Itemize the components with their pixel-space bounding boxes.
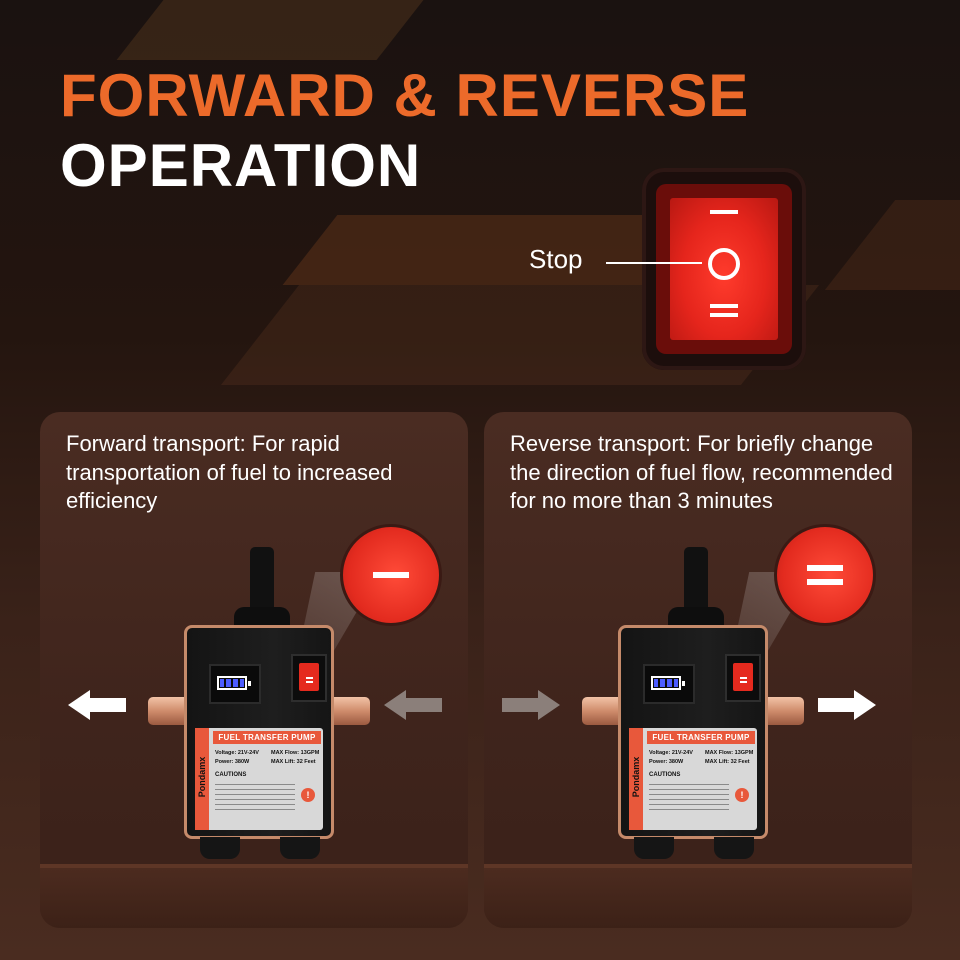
stop-label: Stop — [529, 244, 583, 274]
reverse-symbol-icon — [710, 313, 738, 317]
rocker-switch-closeup — [642, 168, 806, 370]
stop-pointer-line — [606, 262, 702, 264]
table-ledge — [40, 864, 468, 928]
switch-zoom-reverse — [774, 524, 876, 626]
spec-flow: MAX Flow: 13GPM — [705, 750, 754, 756]
switch-rim — [656, 184, 792, 354]
spec-lift: MAX Lift: 32 Feet — [271, 759, 316, 765]
inlet-port — [328, 697, 370, 725]
headline-line-1: FORWARD & REVERSE — [60, 62, 750, 129]
background-stripe — [116, 0, 424, 60]
reverse-description: Reverse transport: For briefly change th… — [510, 431, 893, 513]
inlet-port — [582, 697, 624, 725]
battery-display — [209, 664, 261, 704]
pump-title: FUEL TRANSFER PUMP — [213, 731, 321, 744]
white-arrow-right-icon — [818, 690, 876, 720]
white-arrow-left-icon — [68, 690, 126, 720]
single-bar-icon — [373, 572, 409, 578]
cautions-label: CAUTIONS — [649, 772, 681, 778]
forward-symbol-icon — [710, 210, 738, 214]
pump-foot — [200, 837, 240, 859]
outlet-port — [148, 697, 190, 725]
switch-zoom-forward — [340, 524, 442, 626]
pump-neck — [668, 607, 724, 629]
battery-tip — [682, 681, 685, 686]
pump-label: Pondamx FUEL TRANSFER PUMP Voltage: 21V-… — [195, 728, 323, 830]
power-switch — [725, 654, 761, 702]
pump-title: FUEL TRANSFER PUMP — [647, 731, 755, 744]
reverse-panel: Reverse transport: For briefly change th… — [484, 412, 912, 928]
gray-arrow-left-icon — [384, 690, 442, 720]
battery-icon — [651, 676, 681, 690]
table-ledge — [484, 864, 912, 928]
brand-strip — [629, 728, 643, 830]
pump-handle — [250, 547, 274, 617]
pump-body: Pondamx FUEL TRANSFER PUMP Voltage: 21V-… — [618, 625, 768, 839]
stop-symbol-icon — [708, 248, 740, 280]
gray-arrow-right-icon — [502, 690, 560, 720]
brand-name: Pondamx — [631, 756, 641, 798]
spec-flow: MAX Flow: 13GPM — [271, 750, 320, 756]
reverse-symbol-icon — [710, 304, 738, 308]
outlet-port — [762, 697, 804, 725]
double-bar-icon — [807, 579, 843, 585]
pump-neck — [234, 607, 290, 629]
warning-icon: ! — [735, 788, 749, 802]
spec-power: Power: 380W — [215, 759, 250, 765]
pump-foot — [280, 837, 320, 859]
spec-power: Power: 380W — [649, 759, 684, 765]
power-switch — [291, 654, 327, 702]
battery-tip — [248, 681, 251, 686]
pump-foot — [634, 837, 674, 859]
caution-text — [649, 784, 729, 810]
pump-foot — [714, 837, 754, 859]
spec-voltage: Voltage: 21V-24V — [649, 750, 693, 756]
cautions-label: CAUTIONS — [215, 772, 247, 778]
spec-voltage: Voltage: 21V-24V — [215, 750, 259, 756]
battery-display — [643, 664, 695, 704]
pump-label: Pondamx FUEL TRANSFER PUMP Voltage: 21V-… — [629, 728, 757, 830]
fuel-pump: Pondamx FUEL TRANSFER PUMP Voltage: 21V-… — [582, 547, 804, 859]
fuel-pump: Pondamx FUEL TRANSFER PUMP Voltage: 21V-… — [148, 547, 370, 859]
spec-lift: MAX Lift: 32 Feet — [705, 759, 750, 765]
battery-icon — [217, 676, 247, 690]
pump-body: Pondamx FUEL TRANSFER PUMP Voltage: 21V-… — [184, 625, 334, 839]
forward-panel: Forward transport: For rapid transportat… — [40, 412, 468, 928]
caution-text — [215, 784, 295, 810]
brand-strip — [195, 728, 209, 830]
pump-handle — [684, 547, 708, 617]
headline-line-2: OPERATION — [60, 132, 422, 199]
warning-icon: ! — [301, 788, 315, 802]
brand-name: Pondamx — [197, 756, 207, 798]
double-bar-icon — [807, 565, 843, 571]
background-stripe — [824, 200, 960, 290]
switch-face — [670, 198, 778, 340]
forward-description: Forward transport: For rapid transportat… — [66, 431, 393, 513]
